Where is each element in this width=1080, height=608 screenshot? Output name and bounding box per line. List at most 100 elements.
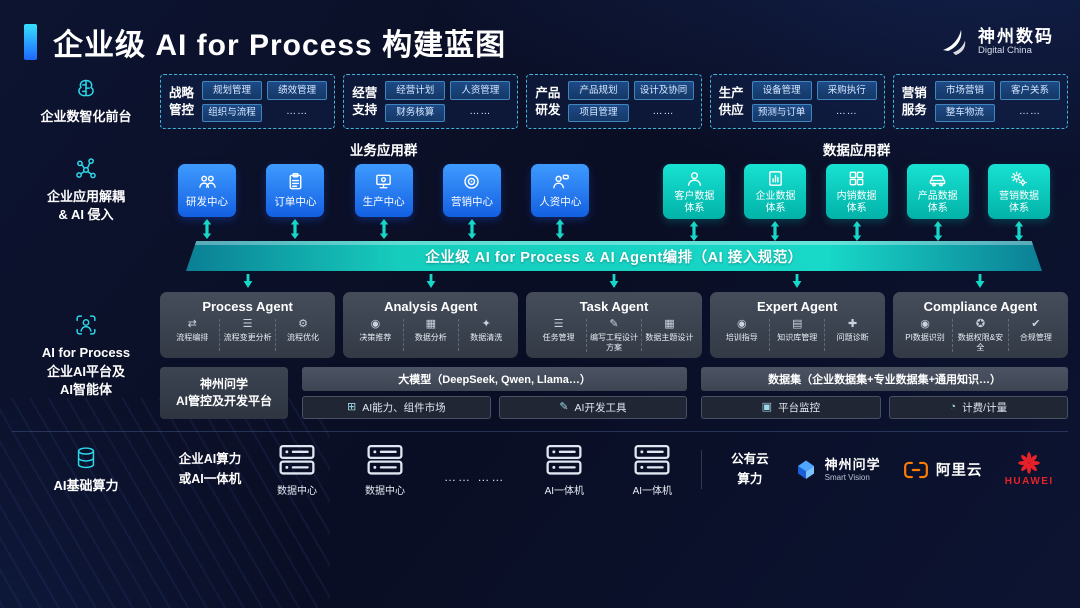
capability-chip: 客户关系: [999, 81, 1061, 100]
smart-vision-cube-icon: [797, 460, 814, 479]
more-dots: …… ……: [444, 469, 506, 484]
capability-chip: 规划管理: [202, 81, 263, 100]
user-icon: [687, 172, 701, 186]
rail-ai-compute: AI基础算力: [12, 442, 160, 497]
header: 企业级 AI for Process 构建蓝图 神州数码 Digital Chi…: [0, 0, 1080, 70]
agent-card-expert: Expert Agent ◉培训指导 ▤知识库管理 ✚问题诊断: [709, 292, 885, 359]
grid-icon: [849, 171, 864, 186]
model-column: 大模型（DeepSeek, Qwen, Llama…） ⊞ AI能力、组件市场 …: [302, 367, 688, 420]
group-label: 产品研发: [535, 86, 561, 117]
vendor-name: HUAWEI: [1004, 476, 1054, 488]
down-arrow-icon: [243, 274, 252, 288]
platform-label: 神州问学 AI管控及开发平台: [160, 367, 288, 420]
capability-chip: 经营计划: [385, 81, 446, 100]
server-icon: [367, 445, 403, 475]
flow-icon: ⇄: [187, 318, 197, 330]
book-icon: ▤: [792, 318, 803, 330]
server-item: 数据中心: [268, 442, 326, 497]
group-label: 营销服务: [901, 86, 927, 117]
agent-card-process: Process Agent ⇄流程编排 ☰流程变更分析 ⚙流程优化: [160, 292, 336, 359]
flow-arrow-icon: [690, 221, 699, 241]
server-item: AI一体机: [535, 442, 593, 497]
target-icon: ◉: [737, 318, 747, 330]
group-label: 生产供应: [718, 86, 744, 117]
business-app-box: 研发中心: [178, 164, 236, 217]
gears-icon: [1011, 171, 1028, 187]
table-icon: ▦: [664, 318, 675, 330]
table-icon: ▦: [425, 318, 437, 330]
front-office-group: 产品研发 产品规划 设计及协同 项目管理 ……: [526, 74, 702, 129]
platform-monitor-button: ▣ 平台监控: [701, 396, 881, 420]
pencil-icon: ✎: [609, 318, 619, 330]
clipboard-icon: [289, 172, 302, 190]
rail-app-decoupling: 企业应用解耦 & AI 侵入: [12, 139, 160, 241]
business-app: 营销中心: [442, 164, 501, 239]
app-label: 营销中心: [450, 196, 493, 208]
rail-label: 企业应用解耦 & AI 侵入: [46, 188, 125, 222]
more-dots: ……: [835, 106, 858, 117]
data-apps-header: 数据应用群: [822, 143, 891, 158]
page-title: 企业级 AI for Process 构建蓝图: [53, 29, 507, 62]
vendor-name: 神州问学: [824, 456, 881, 472]
agent-card-compliance: Compliance Agent ◉PI数据识别 ✪数据权限&安全 ✔合规管理: [892, 292, 1069, 359]
flow-arrow-icon: [852, 221, 861, 241]
brand-name-cn: 神州数码: [978, 26, 1054, 46]
swoosh-logo-icon: [943, 30, 966, 55]
data-app: 营销数据体系: [987, 164, 1050, 241]
agent-title: Analysis Agent: [384, 299, 478, 314]
capability-chip: 市场营销: [934, 81, 995, 100]
data-app-box: 客户数据体系: [663, 164, 726, 219]
agent-title: Process Agent: [202, 299, 293, 314]
data-app-box: 企业数据体系: [744, 164, 807, 219]
flow-arrow-icon: [771, 221, 780, 241]
compute-row: AI基础算力 企业AI算力 或AI一体机 数据中心: [12, 431, 1068, 497]
capability-chip: 设计及协同: [633, 81, 694, 100]
down-arrow-icon: [792, 274, 802, 288]
agent-title: Expert Agent: [757, 299, 838, 314]
app-label: 产品数据体系: [917, 191, 958, 214]
vendor-huawei: HUAWEI: [1005, 452, 1054, 487]
app-label: 营销数据体系: [998, 191, 1039, 214]
huawei-flower-icon: [1018, 452, 1041, 475]
scan-icon: ◉: [920, 318, 930, 330]
business-apps-header: 业务应用群: [349, 143, 418, 158]
components-icon: ⊞: [346, 401, 357, 414]
flow-arrow-icon: [202, 219, 212, 239]
data-app: 企业数据体系: [744, 164, 807, 241]
ai-capability-market-button: ⊞ AI能力、组件市场: [302, 396, 491, 420]
server-label: 数据中心: [277, 486, 317, 498]
capability-chip: 绩效管理: [267, 81, 328, 100]
brain-icon: [78, 80, 94, 97]
app-label: 客户数据体系: [674, 191, 715, 214]
down-arrow-icon: [609, 274, 619, 288]
car-icon: [929, 175, 946, 187]
business-app: 人资中心: [531, 164, 590, 239]
flow-arrow-icon: [1014, 221, 1024, 241]
app-label: 人资中心: [539, 196, 582, 208]
data-app: 产品数据体系: [906, 164, 969, 241]
agent-cards: Process Agent ⇄流程编排 ☰流程变更分析 ⚙流程优化 Analys…: [160, 292, 1069, 359]
flow-arrow-icon: [379, 219, 388, 239]
vendor-subtitle: Smart Vision: [824, 472, 870, 482]
vendor-alibaba-cloud: 阿里云: [903, 459, 983, 480]
server-label: AI一体机: [632, 486, 673, 498]
shield-icon: ✪: [975, 318, 986, 330]
app-label: 生产中心: [362, 196, 405, 208]
database-icon: [77, 446, 95, 468]
people-icon: [198, 175, 216, 188]
capability-chip: 财务核算: [385, 103, 446, 122]
vendor-smart-vision: 神州问学 Smart Vision: [794, 456, 881, 482]
data-app: 内销数据体系: [825, 164, 888, 241]
server-icon: [634, 445, 670, 475]
list-icon: ☰: [242, 318, 253, 330]
public-cloud-label: 公有云 算力: [701, 450, 779, 490]
app-label: 订单中心: [274, 196, 317, 208]
front-office-row: 企业数智化前台 战略管控 规划管理 绩效管理 组织与流程 …… 经营支持 经营计…: [12, 72, 1069, 131]
capability-chip: 采购执行: [816, 81, 877, 100]
front-office-group: 生产供应 设备管理 采购执行 预测与订单 ……: [709, 74, 885, 129]
capability-chip: 预测与订单: [751, 103, 812, 122]
cloud-vendors: 神州问学 Smart Vision 阿里云: [779, 452, 1068, 487]
data-app-box: 产品数据体系: [906, 164, 969, 219]
business-app-box: 生产中心: [354, 164, 413, 217]
flow-arrow-icon: [556, 219, 565, 239]
